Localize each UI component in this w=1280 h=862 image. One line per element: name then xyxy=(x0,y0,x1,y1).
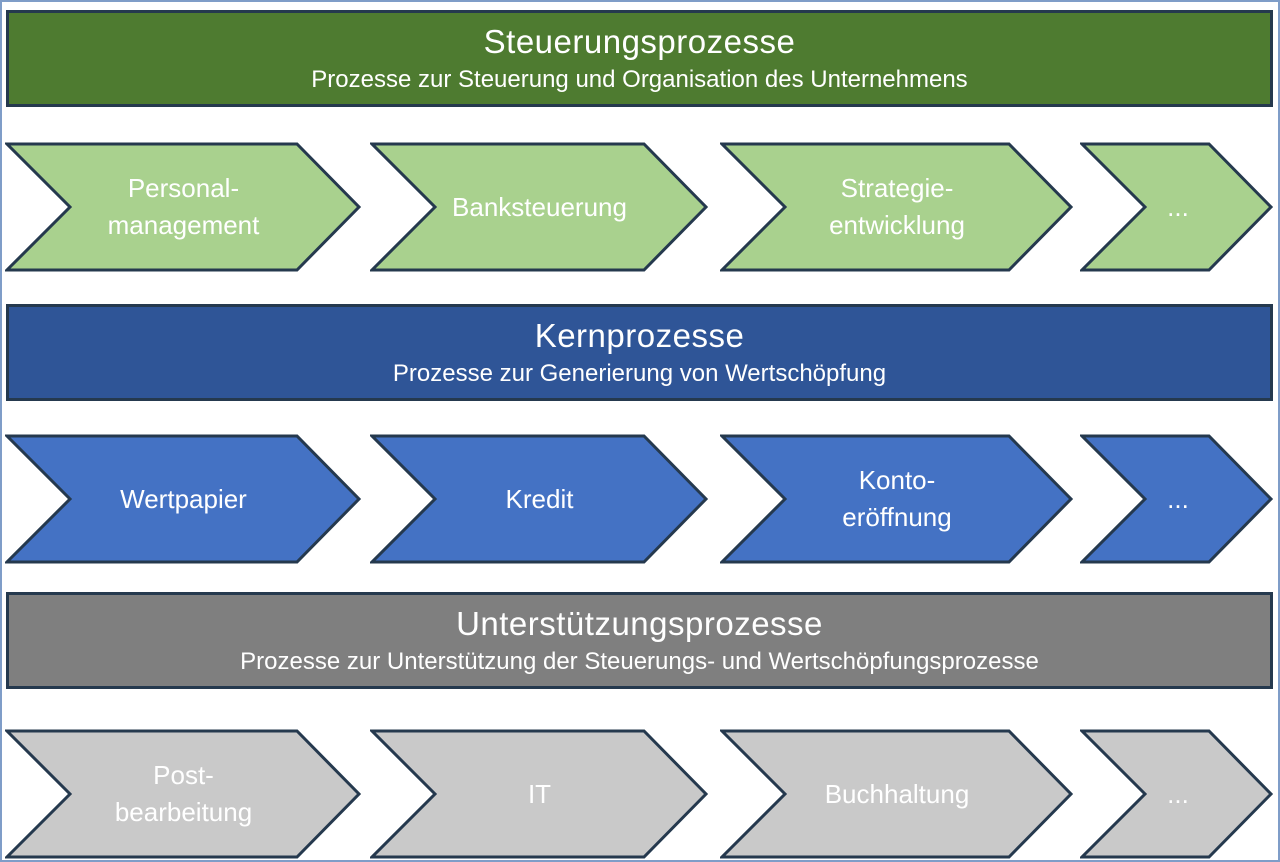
section-subtitle: Prozesse zur Unterstützung der Steuerung… xyxy=(240,648,1039,675)
arrow-kredit: Kredit xyxy=(370,434,708,564)
chevron-shape xyxy=(370,142,708,272)
arrow-label: Konto- eröffnung xyxy=(842,465,952,532)
header-kernprozesse: Kernprozesse Prozesse zur Generierung vo… xyxy=(6,304,1273,401)
chevron-shape xyxy=(1080,434,1273,564)
kernprozesse-arrow-row: Wertpapier Kredit Konto- eröffnung ... xyxy=(0,434,1280,564)
arrow-label: Strategie- entwicklung xyxy=(829,173,965,240)
arrow-label: Buchhaltung xyxy=(824,778,970,809)
section-title: Unterstützungsprozesse xyxy=(456,605,823,642)
arrow-wertpapier: Wertpapier xyxy=(5,434,361,564)
arrow-label: Wertpapier xyxy=(120,483,247,514)
section-subtitle: Prozesse zur Generierung von Wertschöpfu… xyxy=(392,360,887,387)
arrow-kern-more: ... xyxy=(1080,434,1273,564)
arrow-label: Post- bearbeitung xyxy=(114,760,253,827)
arrow-unterstuetzung-more: ... xyxy=(1080,729,1273,859)
chevron-shape xyxy=(370,434,708,564)
arrow-label: IT xyxy=(527,778,552,809)
steuerungsprozesse-arrow-row: Personal- management Banksteuerung Strat… xyxy=(0,142,1280,272)
arrow-it: IT xyxy=(370,729,708,859)
chevron-shape xyxy=(5,729,361,859)
chevron-shape xyxy=(1080,729,1273,859)
arrow-kontoeroeffnung: Konto- eröffnung xyxy=(720,434,1073,564)
section-title: Kernprozesse xyxy=(534,317,745,354)
arrow-label: Personal- management xyxy=(107,173,260,240)
header-unterstuetzungsprozesse: Unterstützungsprozesse Prozesse zur Unte… xyxy=(6,592,1273,689)
arrow-buchhaltung: Buchhaltung xyxy=(720,729,1073,859)
chevron-shape xyxy=(5,142,361,272)
chevron-shape xyxy=(720,729,1073,859)
arrow-label: ... xyxy=(1167,191,1189,222)
section-subtitle: Prozesse zur Steuerung und Organisation … xyxy=(311,66,968,93)
unterstuetzungsprozesse-arrow-row: Post- bearbeitung IT Buchhaltung ... xyxy=(0,729,1280,859)
chevron-shape xyxy=(370,729,708,859)
arrow-label: ... xyxy=(1167,778,1189,809)
arrow-postbearbeitung: Post- bearbeitung xyxy=(5,729,361,859)
section-title: Steuerungsprozesse xyxy=(483,23,796,60)
chevron-shape xyxy=(1080,142,1273,272)
chevron-shape xyxy=(5,434,361,564)
arrow-steuerung-more: ... xyxy=(1080,142,1273,272)
arrow-label: Kredit xyxy=(505,483,574,514)
arrow-label: ... xyxy=(1167,483,1189,514)
chevron-shape xyxy=(720,434,1073,564)
arrow-label: Banksteuerung xyxy=(452,191,627,222)
arrow-personalmanagement: Personal- management xyxy=(5,142,361,272)
header-steuerungsprozesse: Steuerungsprozesse Prozesse zur Steuerun… xyxy=(6,10,1273,107)
chevron-shape xyxy=(720,142,1073,272)
arrow-strategieentwicklung: Strategie- entwicklung xyxy=(720,142,1073,272)
arrow-banksteuerung: Banksteuerung xyxy=(370,142,708,272)
